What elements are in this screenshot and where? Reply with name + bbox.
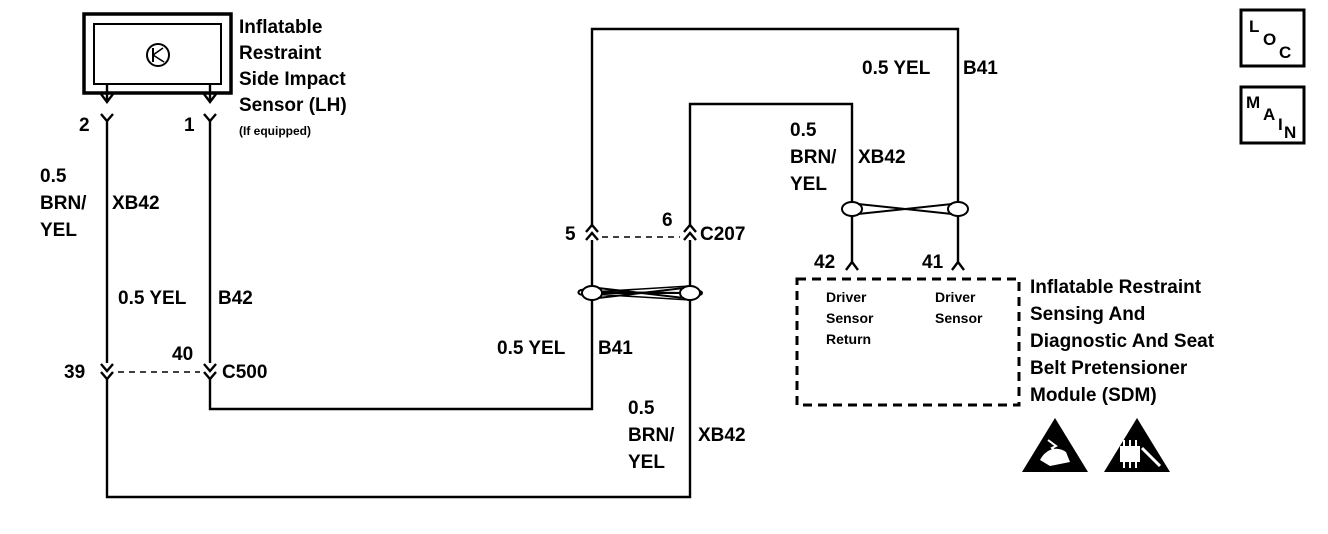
wire-xb42-bottom — [105, 240, 692, 499]
wire-b41-lower — [208, 240, 594, 411]
sdm-module: 42 41 Driver Sensor Return Driver Sensor… — [795, 252, 1215, 472]
terminal-1-symbol — [203, 113, 217, 123]
main-letter-n: N — [1284, 123, 1296, 142]
c207-pin6-lower — [683, 231, 697, 241]
c500-pin-40: 40 — [172, 344, 193, 365]
sdm-pin-41: 41 — [922, 252, 944, 273]
c500-pin40-upper — [203, 363, 217, 373]
connector-c500: 39 40 C500 — [64, 344, 267, 383]
c500-pin39-upper — [100, 363, 114, 373]
wire-b42-circuit: B42 — [218, 288, 253, 309]
sdm-title-line-1: Inflatable Restraint — [1030, 277, 1202, 298]
sdm-pin41-symbol — [951, 260, 965, 271]
wire-b41-upper — [590, 27, 960, 262]
sdm-title-line-2: Sensing And — [1030, 304, 1145, 325]
wire-right-size: 0.5 — [790, 120, 817, 141]
sdm-pin42-desc-2: Sensor — [826, 310, 874, 326]
side-impact-sensor: Inflatable Restraint Side Impact Sensor … — [79, 12, 347, 138]
wires — [105, 27, 960, 499]
sdm-pin41-desc-1: Driver — [935, 289, 976, 305]
twisted-pair-left — [577, 285, 703, 301]
c500-pin-39: 39 — [64, 362, 85, 383]
loc-letter-o: O — [1263, 30, 1276, 49]
wire-left-size: 0.5 — [40, 166, 67, 187]
main-letter-a: A — [1263, 105, 1275, 124]
sdm-title-line-3: Diagnostic And Seat — [1030, 331, 1215, 352]
sdm-title-line-4: Belt Pretensioner — [1030, 358, 1188, 379]
loc-letter-c: C — [1279, 43, 1291, 62]
c500-pin39-lower — [100, 371, 114, 381]
main-letter-m: M — [1246, 93, 1260, 112]
connector-c207: 5 6 C207 — [565, 210, 745, 245]
sensor-inner-box — [93, 23, 222, 85]
loc-letter-l: L — [1249, 17, 1259, 36]
wire-left-circuit: XB42 — [112, 193, 160, 214]
wire-labels: 0.5 BRN/ YEL XB42 0.5 YEL B42 0.5 YEL B4… — [40, 58, 998, 473]
sensor-arrow-right — [203, 93, 217, 104]
c207-name: C207 — [700, 224, 745, 245]
wire-top-circuit: B41 — [963, 58, 998, 79]
c500-pin40-lower — [203, 371, 217, 381]
terminal-2-symbol — [100, 113, 114, 123]
sdm-pin41-desc-2: Sensor — [935, 310, 983, 326]
sensor-title-line-4: Sensor (LH) — [239, 95, 347, 116]
c500-name: C500 — [222, 362, 267, 383]
wire-top-label: 0.5 YEL — [862, 58, 931, 79]
sdm-pin42-desc-1: Driver — [826, 289, 867, 305]
twisted-pair-right — [841, 201, 969, 217]
c207-pin6-upper — [683, 223, 697, 233]
wire-xb42-upper — [688, 102, 854, 262]
sensor-title-line-2: Restraint — [239, 43, 322, 64]
sensor-title-line-1: Inflatable — [239, 17, 322, 38]
wire-bottom-size: 0.5 — [628, 398, 655, 419]
sensor-arrow-left — [100, 93, 114, 104]
sensor-subtitle: (If equipped) — [239, 124, 311, 138]
wire-bottom-color-1: BRN/ — [628, 425, 675, 446]
pin-1-label: 1 — [184, 115, 195, 136]
loc-button[interactable]: L O C — [1239, 8, 1306, 68]
esd-sensitive-device-icon — [1104, 418, 1170, 472]
wire-left-color-2: YEL — [40, 220, 77, 241]
sdm-pin-42: 42 — [814, 252, 835, 273]
sensor-symbol-icon — [146, 43, 170, 67]
sdm-pin42-desc-3: Return — [826, 331, 871, 347]
pin-2-label: 2 — [79, 115, 90, 136]
wire-b42-label: 0.5 YEL — [118, 288, 187, 309]
wire-right-color-2: YEL — [790, 174, 827, 195]
wire-right-circuit: XB42 — [858, 147, 906, 168]
esd-warning-icon — [1022, 418, 1088, 472]
sdm-pin42-symbol — [845, 260, 859, 271]
c207-pin5-upper — [585, 223, 599, 233]
wire-b41-center-circuit: B41 — [598, 338, 633, 359]
main-button[interactable]: M A I N — [1239, 85, 1306, 145]
sdm-title-line-5: Module (SDM) — [1030, 385, 1157, 406]
sdm-box — [795, 277, 1021, 407]
c207-pin-5: 5 — [565, 224, 576, 245]
main-letter-i: I — [1278, 115, 1283, 134]
wire-bottom-circuit: XB42 — [698, 425, 746, 446]
wire-left-color-1: BRN/ — [40, 193, 87, 214]
c207-pin5-lower — [585, 231, 599, 241]
wire-b41-center-label: 0.5 YEL — [497, 338, 566, 359]
wire-right-color-1: BRN/ — [790, 147, 837, 168]
sensor-outer-box — [82, 12, 233, 95]
sensor-title-line-3: Side Impact — [239, 69, 346, 90]
c207-pin-6: 6 — [662, 210, 673, 231]
wire-bottom-color-2: YEL — [628, 452, 665, 473]
